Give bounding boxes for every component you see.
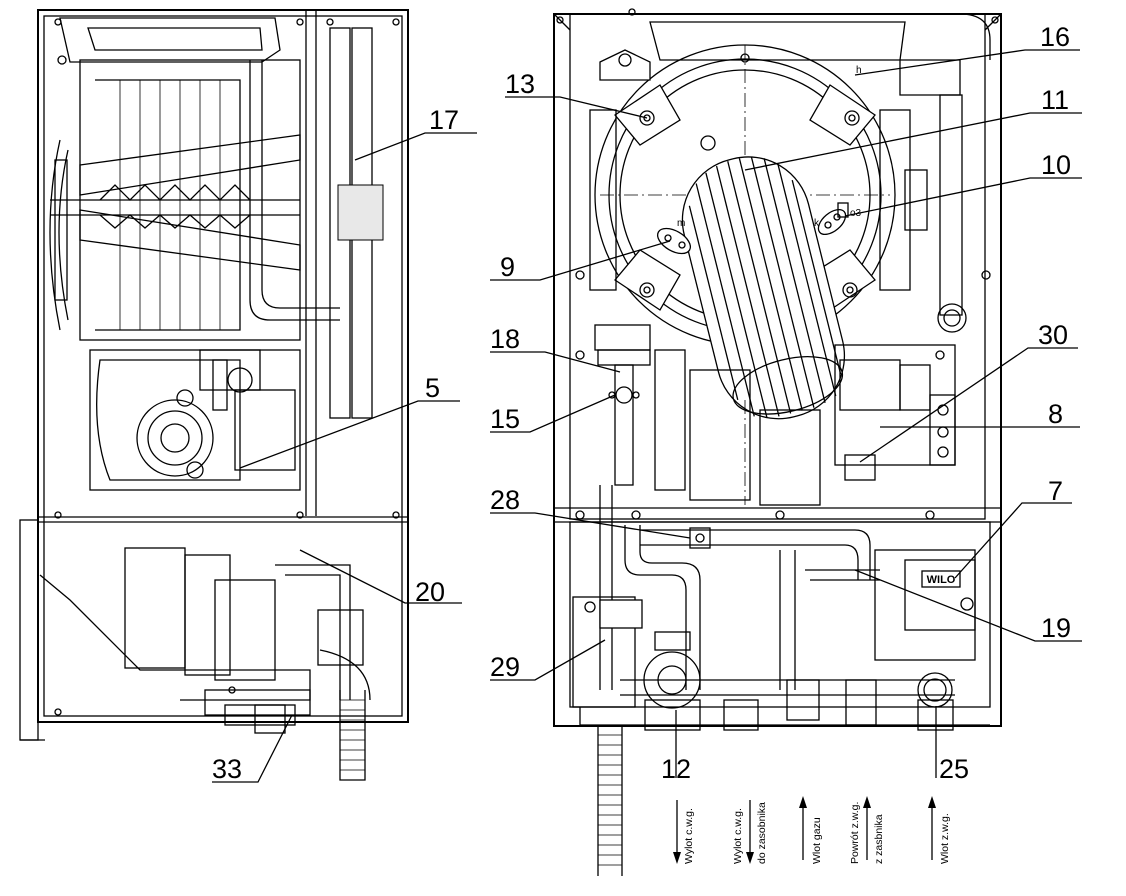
pump-brand-label: WILO bbox=[927, 574, 956, 586]
callout-11: 11 bbox=[1041, 85, 1069, 115]
callout-30: 30 bbox=[1038, 320, 1068, 350]
svg-text:Wylot c.w.g.: Wylot c.w.g. bbox=[683, 808, 695, 864]
callout-33: 33 bbox=[212, 754, 242, 784]
svg-text:do zasobnika: do zasobnika bbox=[756, 802, 768, 864]
callout-20: 20 bbox=[415, 577, 445, 607]
svg-text:Wlot z.w.g.: Wlot z.w.g. bbox=[939, 813, 951, 864]
left-view-callouts: 17 5 20 33 bbox=[212, 105, 459, 784]
conn-dhw-out-tank: Wylot c.w.g. do zasobnika bbox=[732, 800, 768, 864]
callout-29: 29 bbox=[490, 652, 520, 682]
arrow-down-icon bbox=[746, 852, 754, 864]
svg-text:Wylot c.w.g.: Wylot c.w.g. bbox=[732, 808, 744, 864]
conn-dhw-out: Wylot c.w.g. bbox=[673, 800, 695, 864]
arrow-down-icon bbox=[673, 852, 681, 864]
leader-lines bbox=[212, 49, 1082, 783]
callout-15: 15 bbox=[490, 404, 520, 434]
svg-text:z zasbnika: z zasbnika bbox=[873, 814, 885, 864]
arrow-up-icon bbox=[928, 796, 936, 808]
callout-18: 18 bbox=[490, 324, 520, 354]
svg-text:Wlot gazu: Wlot gazu bbox=[811, 817, 823, 864]
callout-28: 28 bbox=[490, 485, 520, 515]
callout-16: 16 bbox=[1040, 22, 1070, 52]
mark-m: m bbox=[677, 218, 685, 229]
arrow-up-icon bbox=[799, 796, 807, 808]
callout-13: 13 bbox=[505, 69, 535, 99]
callout-17: 17 bbox=[429, 105, 459, 135]
callout-7: 7 bbox=[1048, 476, 1063, 506]
callout-25: 25 bbox=[939, 754, 969, 784]
callout-9: 9 bbox=[500, 252, 515, 282]
callout-12: 12 bbox=[661, 754, 691, 784]
arrow-up-icon bbox=[863, 796, 871, 808]
front-view-drawing bbox=[553, 8, 1002, 876]
callout-5: 5 bbox=[425, 373, 440, 403]
callout-10: 10 bbox=[1041, 150, 1071, 180]
right-view-callouts: 16 13 11 10 9 18 30 15 8 28 7 19 29 12 2… bbox=[490, 22, 1071, 784]
svg-text:Powrót z.w.g.: Powrót z.w.g. bbox=[849, 802, 861, 864]
conn-cw-in: Wlot z.w.g. bbox=[928, 796, 951, 864]
mark-k: k bbox=[814, 218, 820, 229]
conn-return-tank: Powrót z.w.g. z zasbnika bbox=[849, 796, 885, 864]
connection-labels: Wylot c.w.g. Wylot c.w.g. do zasobnika W… bbox=[673, 796, 951, 864]
conn-gas-in: Wlot gazu bbox=[799, 796, 823, 864]
mark-h: h bbox=[856, 65, 862, 76]
callout-19: 19 bbox=[1041, 613, 1071, 643]
callout-8: 8 bbox=[1048, 399, 1063, 429]
side-view-drawing bbox=[19, 9, 409, 781]
